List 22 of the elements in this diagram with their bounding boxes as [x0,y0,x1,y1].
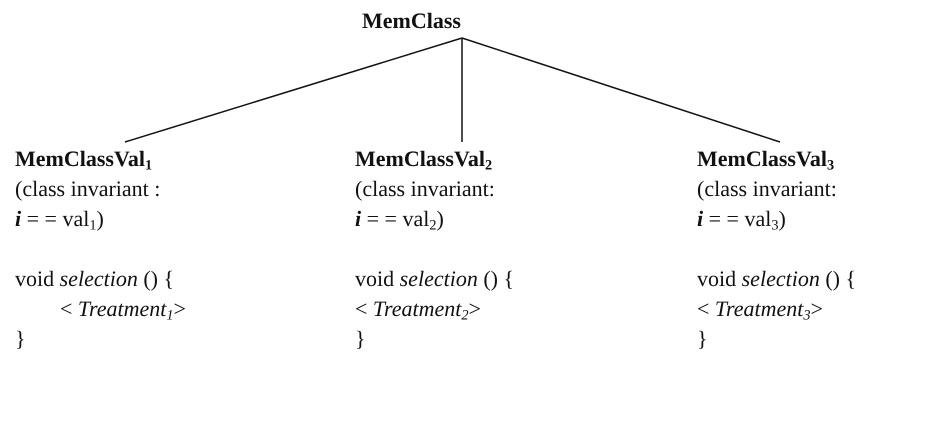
method-code: < Treatment$_{2}$> [355,295,481,324]
class-name: (class invariant: [355,175,495,203]
class-name: MemClass [362,7,461,35]
connector-line [461,38,463,142]
method-code: < Treatment$_{3}$> [697,295,823,324]
method-code: } [697,325,708,353]
class-invariant: i = = val$_{2}$) [355,205,444,234]
class-invariant: void selection () { [15,265,174,293]
class-invariant: i = = val$_{3}$) [697,205,786,234]
class-name: MemClassVal$_{3}$ [697,145,834,174]
connector-line [124,37,462,143]
method-code: } [355,325,366,353]
class-name: MemClassVal$_{2}$ [355,145,492,174]
method-code: } [15,325,26,353]
method-code: < Treatment$_{1}$> [60,295,186,324]
connector-line [462,37,780,143]
class-invariant: void selection () { [697,265,856,293]
class-name: (class invariant : [15,175,160,203]
class-name: (class invariant: [697,175,837,203]
class-invariant: i = = val$_{1}$) [15,205,104,234]
class-name: MemClassVal$_{1}$ [15,145,152,174]
class-invariant: void selection () { [355,265,514,293]
